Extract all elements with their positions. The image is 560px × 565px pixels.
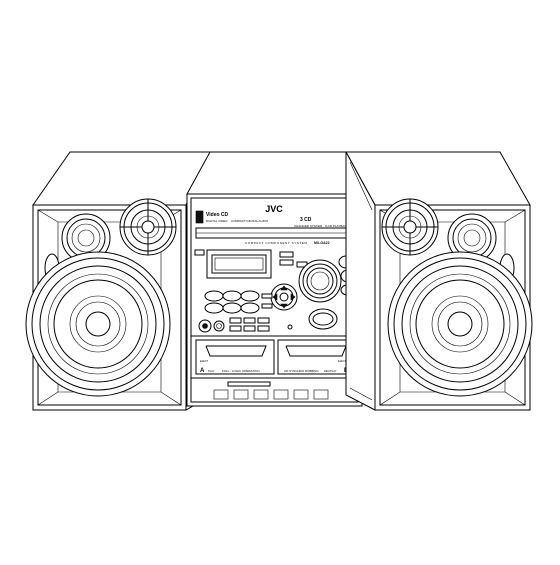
brand-logo: JVC — [265, 204, 283, 214]
right-horn — [381, 198, 439, 256]
feature-badge: 3 CD — [300, 217, 312, 223]
right-speaker — [345, 151, 533, 411]
deck-a: EJECT A PLAY — [195, 339, 275, 375]
demo-button[interactable] — [279, 251, 294, 258]
standby-button[interactable] — [194, 249, 205, 256]
eject-bar[interactable] — [227, 381, 271, 387]
main-unit: JVC Video CD DIGITAL VIDEO COMPACT DIGIT… — [186, 151, 363, 407]
deck-a-sub: PLAY — [208, 369, 215, 373]
base-grille — [213, 389, 329, 400]
source-buttons[interactable] — [204, 290, 273, 314]
deck-b-sub: REC/PLAY — [324, 369, 337, 373]
deck-control-buttons[interactable] — [229, 317, 270, 332]
system-name: COMPACT COMPONENT SYSTEM — [245, 241, 308, 245]
power-icon[interactable] — [213, 320, 225, 332]
deck-b-eject: EJECT — [338, 359, 347, 363]
display-window — [206, 249, 272, 279]
deck-b: EJECT B REC/PLAY — [277, 339, 355, 375]
left-horn — [119, 198, 177, 256]
deck-dubbing-label: CD SYNCHRO DUBBING — [284, 369, 319, 373]
deck-function-label: FULL - LOGIC OPERATION — [222, 369, 260, 373]
sound-turbo-button[interactable] — [308, 308, 338, 330]
function-button[interactable] — [279, 259, 294, 266]
left-speaker — [25, 151, 213, 411]
deck-a-label: A — [200, 368, 205, 374]
deck-a-eject: EJECT — [200, 359, 209, 363]
digital-video-logo: DIGITAL VIDEO — [206, 219, 228, 223]
phones-indicator — [287, 324, 293, 330]
feature-subtext: CHANGER SYSTEM — [294, 224, 323, 228]
right-woofer — [387, 251, 533, 397]
left-woofer — [25, 251, 171, 397]
volume-knob-icon[interactable] — [298, 259, 342, 303]
cd-logo: COMPACT DIGITAL AUDIO — [231, 219, 269, 223]
headphone-jack-icon[interactable] — [198, 319, 212, 333]
video-cd-logo: Video CD — [206, 212, 229, 218]
multi-jog-icon[interactable] — [270, 283, 298, 311]
changer-label: 3-CD PLAYBACK — [325, 224, 348, 228]
model-number: MX-GA22 — [314, 241, 330, 245]
